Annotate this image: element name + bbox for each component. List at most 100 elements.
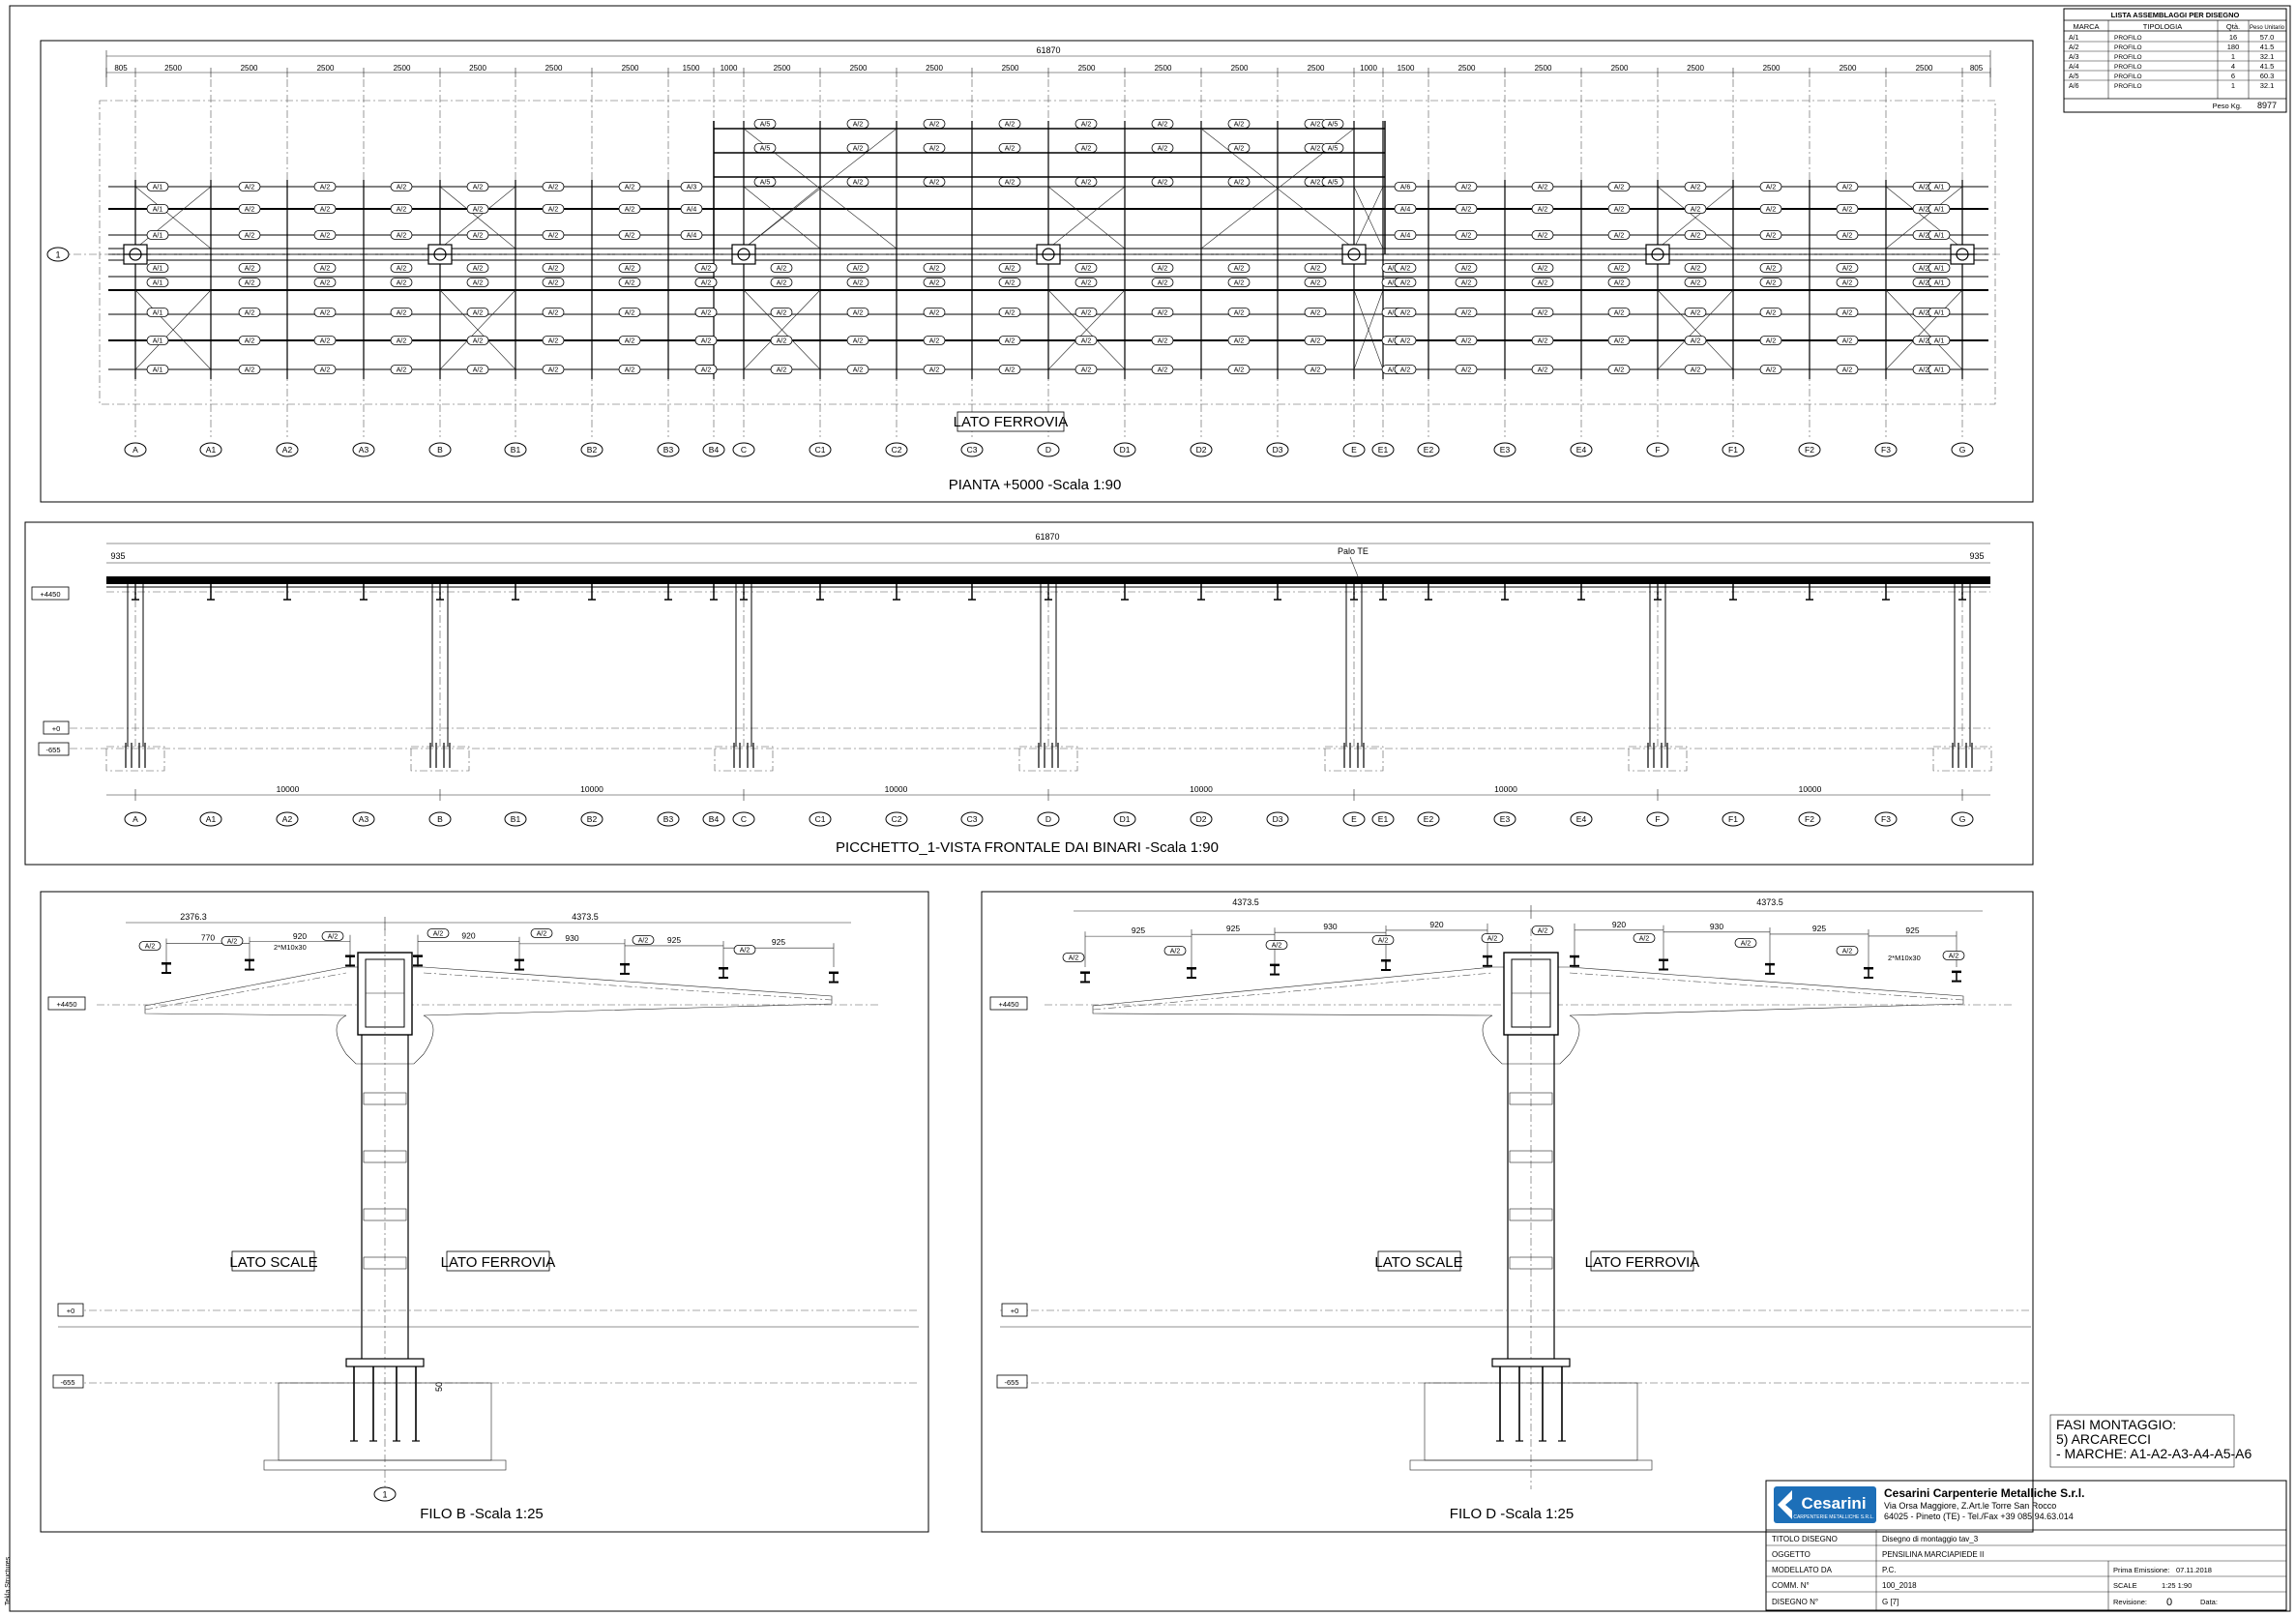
svg-text:A/6: A/6 [1400,185,1411,191]
svg-text:32.1: 32.1 [2260,52,2275,61]
svg-text:A/2: A/2 [320,185,331,191]
svg-text:A/1: A/1 [153,280,163,287]
svg-text:A/2: A/2 [1158,280,1168,287]
plan-purlin-tag: A/2 [923,263,946,273]
svg-text:A/2: A/2 [1388,310,1398,317]
svg-text:A/1: A/1 [153,338,163,345]
svg-text:A/2: A/2 [1691,280,1701,287]
plan-purlin-tag: A/2 [694,278,718,287]
svg-text:41.5: 41.5 [2260,43,2275,51]
svg-text:A/2: A/2 [1919,338,1929,345]
svg-text:A/2: A/2 [328,934,339,941]
plan-segment-dim: 2500 [622,64,639,73]
svg-text:A/2: A/2 [1272,943,1282,950]
plan-purlin-tag: A/1 [146,204,169,214]
svg-text:A/1: A/1 [1934,233,1945,240]
plan-purlin-tag: A/2 [923,308,946,317]
svg-text:A/2: A/2 [1614,185,1625,191]
plan-segment-dim: 2500 [774,64,791,73]
svg-text:A/2: A/2 [1158,146,1168,153]
plan-purlin-tag: A/1 [146,308,169,317]
svg-text:D1: D1 [1120,814,1131,824]
svg-text:A/2: A/2 [1005,310,1016,317]
section-purlin-tag: A/2 [138,941,162,951]
svg-text:C2: C2 [892,445,902,455]
plan-purlin-tag: A/2 [1684,263,1707,273]
svg-text:A/2: A/2 [1234,367,1245,374]
assembly-header-marca: MARCA [2073,22,2099,31]
section-spacing-dim: 930 [1323,922,1337,931]
plan-purlin-tag: A/2 [1759,336,1782,345]
section-spacing-dim: 930 [1710,922,1723,931]
svg-text:6: 6 [2231,72,2235,80]
svg-text:A/4: A/4 [1400,233,1411,240]
svg-text:A/2: A/2 [1614,280,1625,287]
svg-text:A/2: A/2 [245,233,255,240]
svg-text:A/2: A/2 [1400,367,1411,374]
svg-text:A/1: A/1 [1934,338,1945,345]
plan-purlin-tag: A/2 [1074,263,1098,273]
svg-text:A/2: A/2 [537,931,547,938]
section-d-dim-left: 4373.5 [1232,897,1259,907]
section-purlin-tag: A/2 [321,931,344,941]
plan-purlin-tag: A/2 [1684,336,1707,345]
plan-purlin-tag: A/2 [238,308,261,317]
section-purlin-tag: A/2 [427,928,450,938]
svg-text:A/2: A/2 [853,338,864,345]
plan-purlin-tag: A/2 [1151,177,1174,187]
svg-text:A/1: A/1 [1934,185,1945,191]
plan-purlin-tag: A/2 [390,365,413,374]
svg-text:A/5: A/5 [760,122,771,129]
elevation-span-dim: 10000 [1494,784,1517,794]
plan-purlin-tag: A/2 [542,336,565,345]
svg-text:A/5: A/5 [760,146,771,153]
plan-purlin-tag: A/2 [313,230,337,240]
svg-text:A/2: A/2 [1310,146,1321,153]
plan-purlin-tag: A/2 [466,278,489,287]
plan-purlin-tag: A/2 [1684,182,1707,191]
plan-purlin-tag: A/2 [390,308,413,317]
svg-text:A/1: A/1 [153,185,163,191]
section-b-right-label: LATO FERROVIA [441,1254,556,1271]
svg-text:A/2: A/2 [1234,180,1245,187]
svg-text:A/2: A/2 [320,233,331,240]
plan-grid-bubble: F1 [1722,442,1745,457]
elevation-grid-bubble: C1 [809,811,832,827]
plan-purlin-tag: A/2 [390,182,413,191]
svg-text:A/2: A/2 [929,146,940,153]
plan-purlin-tag: A/2 [1531,204,1554,214]
svg-text:Disegno di montaggio tav_3: Disegno di montaggio tav_3 [1882,1535,1979,1543]
plan-purlin-tag: A/1 [1928,336,1951,345]
svg-text:A/3: A/3 [2069,54,2079,61]
svg-text:A/2: A/2 [320,310,331,317]
plan-segment-dim: 2500 [1611,64,1629,73]
svg-text:A/2: A/2 [1842,266,1853,273]
svg-text:+0: +0 [67,1307,75,1315]
svg-text:A/2: A/2 [1538,338,1548,345]
elevation-grid-bubble: B2 [580,811,603,827]
section-purlin-tag: A/2 [1062,953,1085,962]
svg-text:A/2: A/2 [548,280,559,287]
plan-purlin-tag: A/2 [1151,278,1174,287]
svg-text:A/2: A/2 [1766,367,1777,374]
svg-text:1: 1 [2231,81,2235,90]
section-spacing-dim: 920 [293,931,307,941]
elevation-grid-bubble: E4 [1570,811,1593,827]
plan-purlin-tag: A/2 [1836,336,1859,345]
plan-purlin-tag: A/2 [313,308,337,317]
plan-purlin-tag: A/2 [1836,204,1859,214]
section-d-right-label: LATO FERROVIA [1585,1254,1700,1271]
svg-text:A/2: A/2 [740,948,751,955]
elevation-grid-bubble: E3 [1493,811,1516,827]
svg-text:A/2: A/2 [548,185,559,191]
svg-text:A/2: A/2 [1310,338,1321,345]
svg-text:A/2: A/2 [1461,233,1472,240]
svg-text:A/2: A/2 [701,266,712,273]
plan-purlin-tag: A/2 [846,263,869,273]
svg-text:A/2: A/2 [638,938,649,945]
section-spacing-dim: 930 [565,933,578,943]
svg-text:A/2: A/2 [1400,310,1411,317]
section-spacing-dim: 920 [1612,920,1626,929]
svg-text:A/2: A/2 [929,122,940,129]
